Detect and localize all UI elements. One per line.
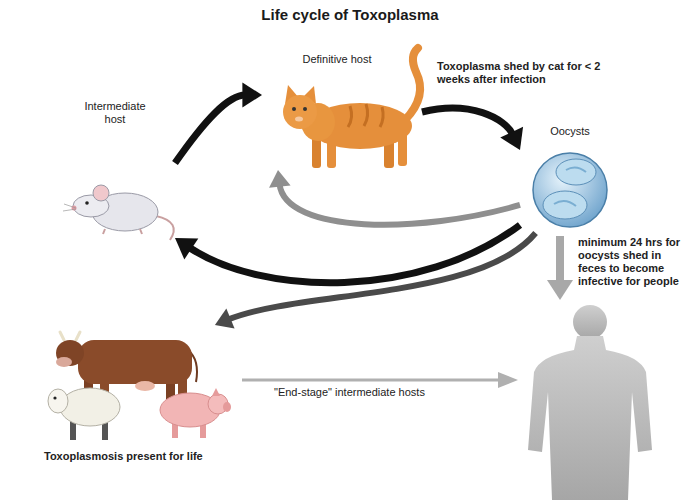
arrow-line xyxy=(422,108,513,135)
arrow-head xyxy=(215,309,235,329)
infection-arrow xyxy=(242,236,573,388)
annotation-label: minimum 24 hrs for oocysts shed in feces… xyxy=(578,236,686,288)
arrow-head xyxy=(498,372,518,388)
sporozoites xyxy=(554,167,586,206)
oocyst-node: Oocysts xyxy=(520,123,624,233)
cycle-arrow xyxy=(422,108,523,150)
annotation-label: "End-stage" intermediate hosts xyxy=(272,386,427,399)
mouse-feet xyxy=(103,229,142,234)
node-label: Definitive host xyxy=(302,53,372,66)
arrow-head xyxy=(242,82,262,107)
sheep-eye xyxy=(53,396,56,399)
pig-snout xyxy=(223,402,231,412)
cat-figure xyxy=(283,48,420,168)
cat-stripes xyxy=(348,104,383,127)
mouse-eye xyxy=(85,201,89,205)
oocyst-wall xyxy=(533,153,607,227)
cow-udder xyxy=(135,381,155,391)
cow-body xyxy=(78,340,192,384)
node-label: Intermediate host xyxy=(75,100,155,126)
cycle-arrow xyxy=(215,233,536,329)
livestock-figure xyxy=(48,332,231,440)
arrow-head xyxy=(269,170,290,188)
cycle-arrow xyxy=(269,170,520,225)
cat-eye xyxy=(303,107,307,111)
arrow-line xyxy=(242,379,500,382)
human-head xyxy=(573,305,607,339)
diagram-title: Life cycle of Toxoplasma xyxy=(0,6,700,24)
cow-head xyxy=(56,340,84,366)
host-figure: Intermediate host xyxy=(55,96,175,246)
arrow-head xyxy=(175,238,198,259)
arrow-line xyxy=(228,233,535,320)
cat-tail xyxy=(405,48,420,120)
cat-head xyxy=(283,95,317,129)
annotation-label: Toxoplasma shed by cat for < 2 weeks aft… xyxy=(437,60,607,86)
sheep-head xyxy=(48,389,68,413)
mouse-ear xyxy=(93,185,109,201)
sheep-body xyxy=(60,388,120,426)
mouse-whiskers xyxy=(63,204,76,211)
node-label: Oocysts xyxy=(520,125,620,138)
node-label: Toxoplasmosis present for life xyxy=(44,450,231,463)
arrow-head xyxy=(547,280,573,300)
cow-muzzle xyxy=(56,357,72,367)
sporocyst xyxy=(543,191,587,219)
arrow-line xyxy=(175,95,245,163)
oocyst-figure xyxy=(533,153,607,227)
cow-horns xyxy=(60,332,80,340)
pig-ear xyxy=(212,388,220,396)
arrow-line xyxy=(556,236,564,282)
host-figure: Definitive host xyxy=(262,45,422,170)
mouse-tail xyxy=(156,216,174,240)
mouse-figure xyxy=(63,185,174,240)
cat-eye xyxy=(292,107,296,111)
human-figure xyxy=(528,305,652,500)
cycle-arrow xyxy=(175,82,262,163)
host-figure: Toxoplasmosis present for life xyxy=(40,325,235,465)
arrow-head xyxy=(500,127,523,150)
arrow-line xyxy=(280,184,520,224)
human-body xyxy=(528,336,652,500)
sporocyst xyxy=(556,159,596,185)
cat-muzzle xyxy=(295,117,303,122)
